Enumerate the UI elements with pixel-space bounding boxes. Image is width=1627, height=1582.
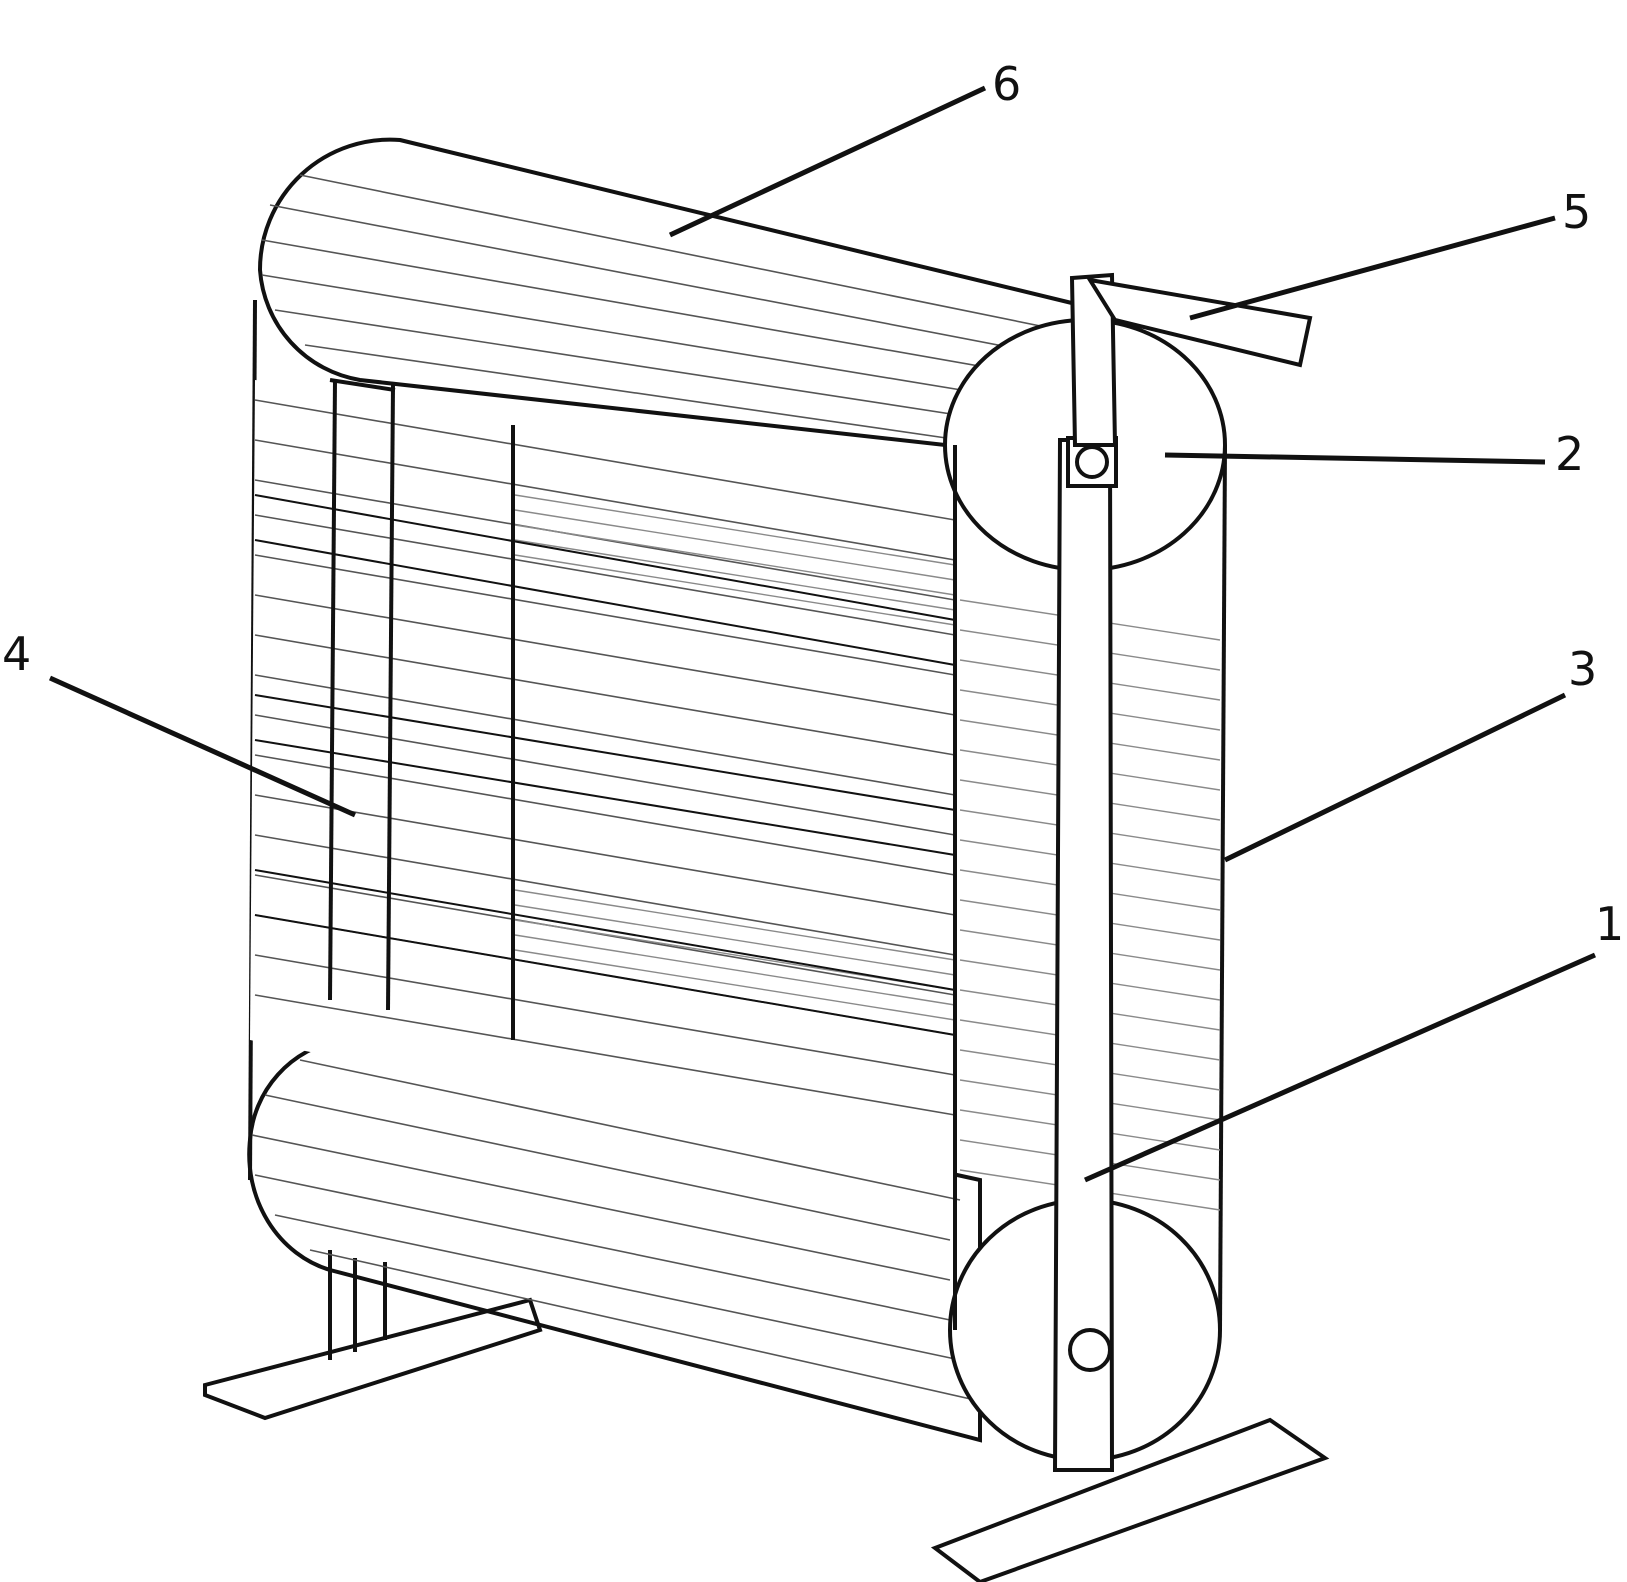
belt-bands: [254, 494, 956, 1036]
upper-roller-hatching: [261, 174, 1061, 441]
upright-post: [1052, 438, 1115, 1472]
label-2: 2: [1555, 427, 1584, 481]
leader-5: [1189, 215, 1556, 321]
leader-2: [1164, 452, 1546, 465]
label-6: 6: [992, 57, 1021, 111]
lower-roller-hatching: [251, 1059, 976, 1401]
leader-lines: [48, 85, 1597, 1183]
leader-4: [48, 675, 357, 818]
labels: 1 2 3 4 5 6: [2, 57, 1624, 951]
lower-roller: [247, 1037, 982, 1443]
label-3: 3: [1568, 642, 1597, 696]
upper-roller: [257, 137, 1082, 463]
leader-1: [1083, 952, 1597, 1183]
vertical-rods: [328, 378, 515, 1040]
leader-6: [668, 85, 987, 238]
label-1: 1: [1595, 897, 1624, 951]
crank-arm: [1069, 272, 1118, 447]
right-foot: [930, 1417, 1330, 1582]
lower-axle: [1068, 1328, 1112, 1372]
label-5: 5: [1562, 185, 1591, 239]
leader-3: [1223, 692, 1567, 863]
belt-hatching: [254, 399, 956, 1116]
belt-dense-hatching: [514, 494, 956, 1021]
belt-panel: [250, 380, 960, 1180]
left-foot: [203, 1297, 543, 1421]
label-4: 4: [2, 627, 31, 681]
